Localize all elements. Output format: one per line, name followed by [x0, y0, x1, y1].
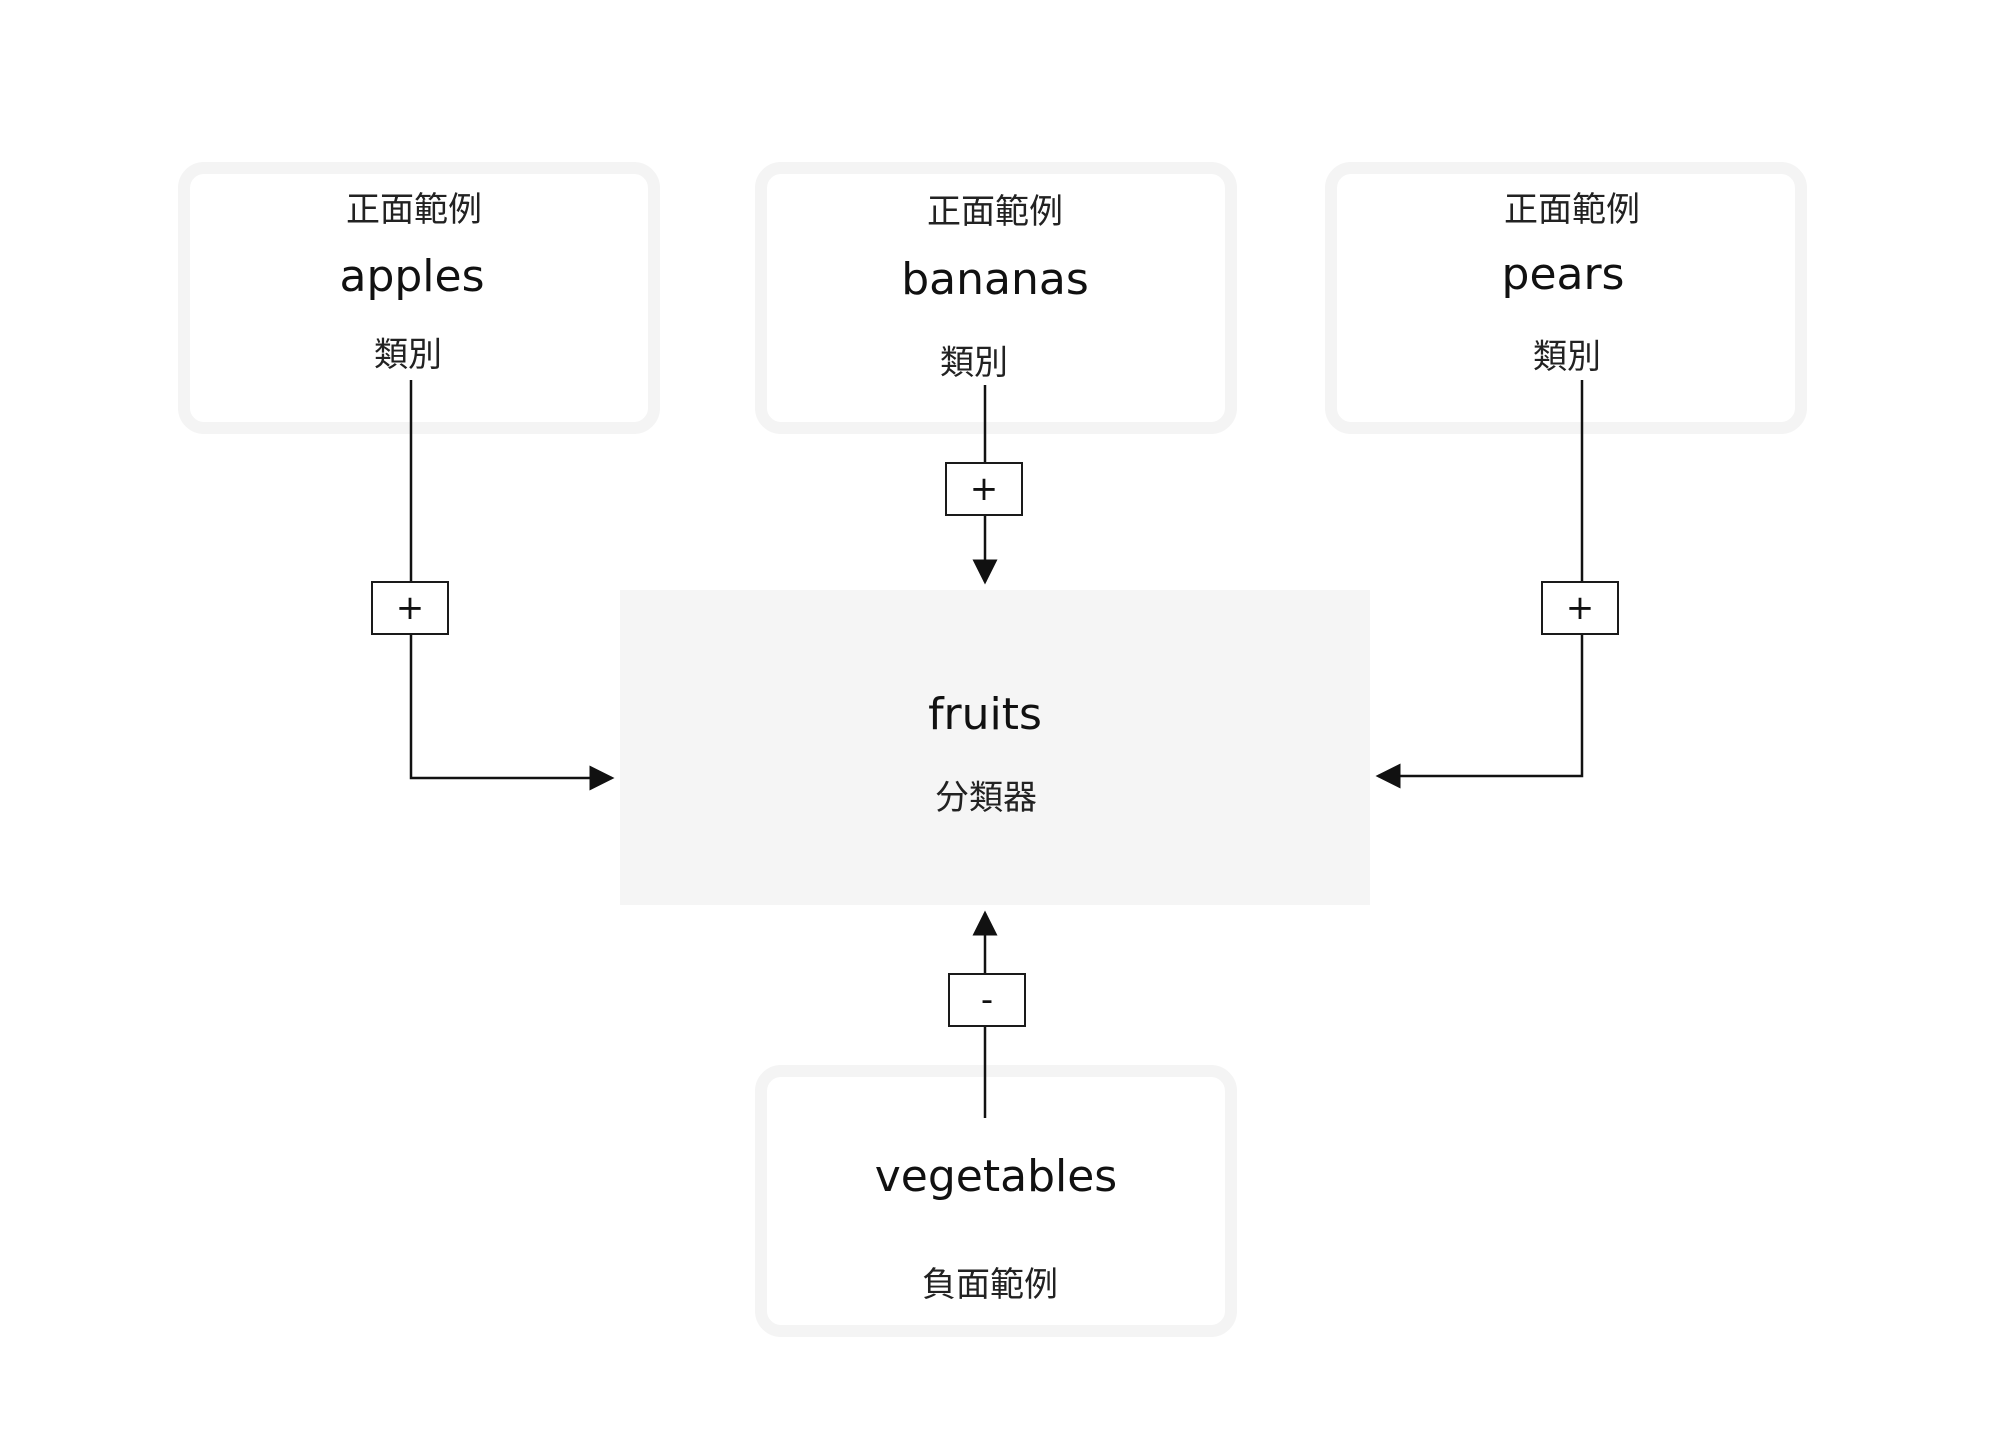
- vegetables-name: vegetables: [874, 1151, 1118, 1202]
- apples-sign-box: +: [371, 581, 449, 635]
- pears-header: 正面範例: [1504, 190, 1640, 230]
- pears-sign-box: +: [1541, 581, 1619, 635]
- apples-name: apples: [339, 251, 485, 302]
- apples-role: 類別: [374, 335, 442, 375]
- apples-header: 正面範例: [346, 190, 482, 230]
- vegetables-sign-box: -: [948, 973, 1026, 1027]
- vegetables-sign: -: [980, 980, 994, 1020]
- pears-connector: [1375, 380, 1584, 789]
- pears-role: 類別: [1533, 337, 1601, 377]
- classifier-name: fruits: [928, 689, 1042, 740]
- bananas-name: bananas: [901, 254, 1089, 305]
- apples-sign: +: [395, 588, 425, 628]
- bananas-sign-box: +: [945, 462, 1023, 516]
- bananas-role: 類別: [940, 343, 1008, 383]
- vegetables-card: [755, 1065, 1237, 1337]
- bananas-header: 正面範例: [927, 192, 1063, 232]
- apples-card: [178, 162, 660, 434]
- pears-sign: +: [1565, 588, 1595, 628]
- pears-name: pears: [1501, 249, 1625, 300]
- apples-connector: [409, 380, 615, 791]
- bananas-sign: +: [969, 469, 999, 509]
- classifier-role: 分類器: [935, 778, 1037, 818]
- bananas-card: [755, 162, 1237, 434]
- vegetables-role: 負面範例: [922, 1265, 1058, 1305]
- classifier-box: [620, 590, 1370, 905]
- pears-card: [1325, 162, 1807, 434]
